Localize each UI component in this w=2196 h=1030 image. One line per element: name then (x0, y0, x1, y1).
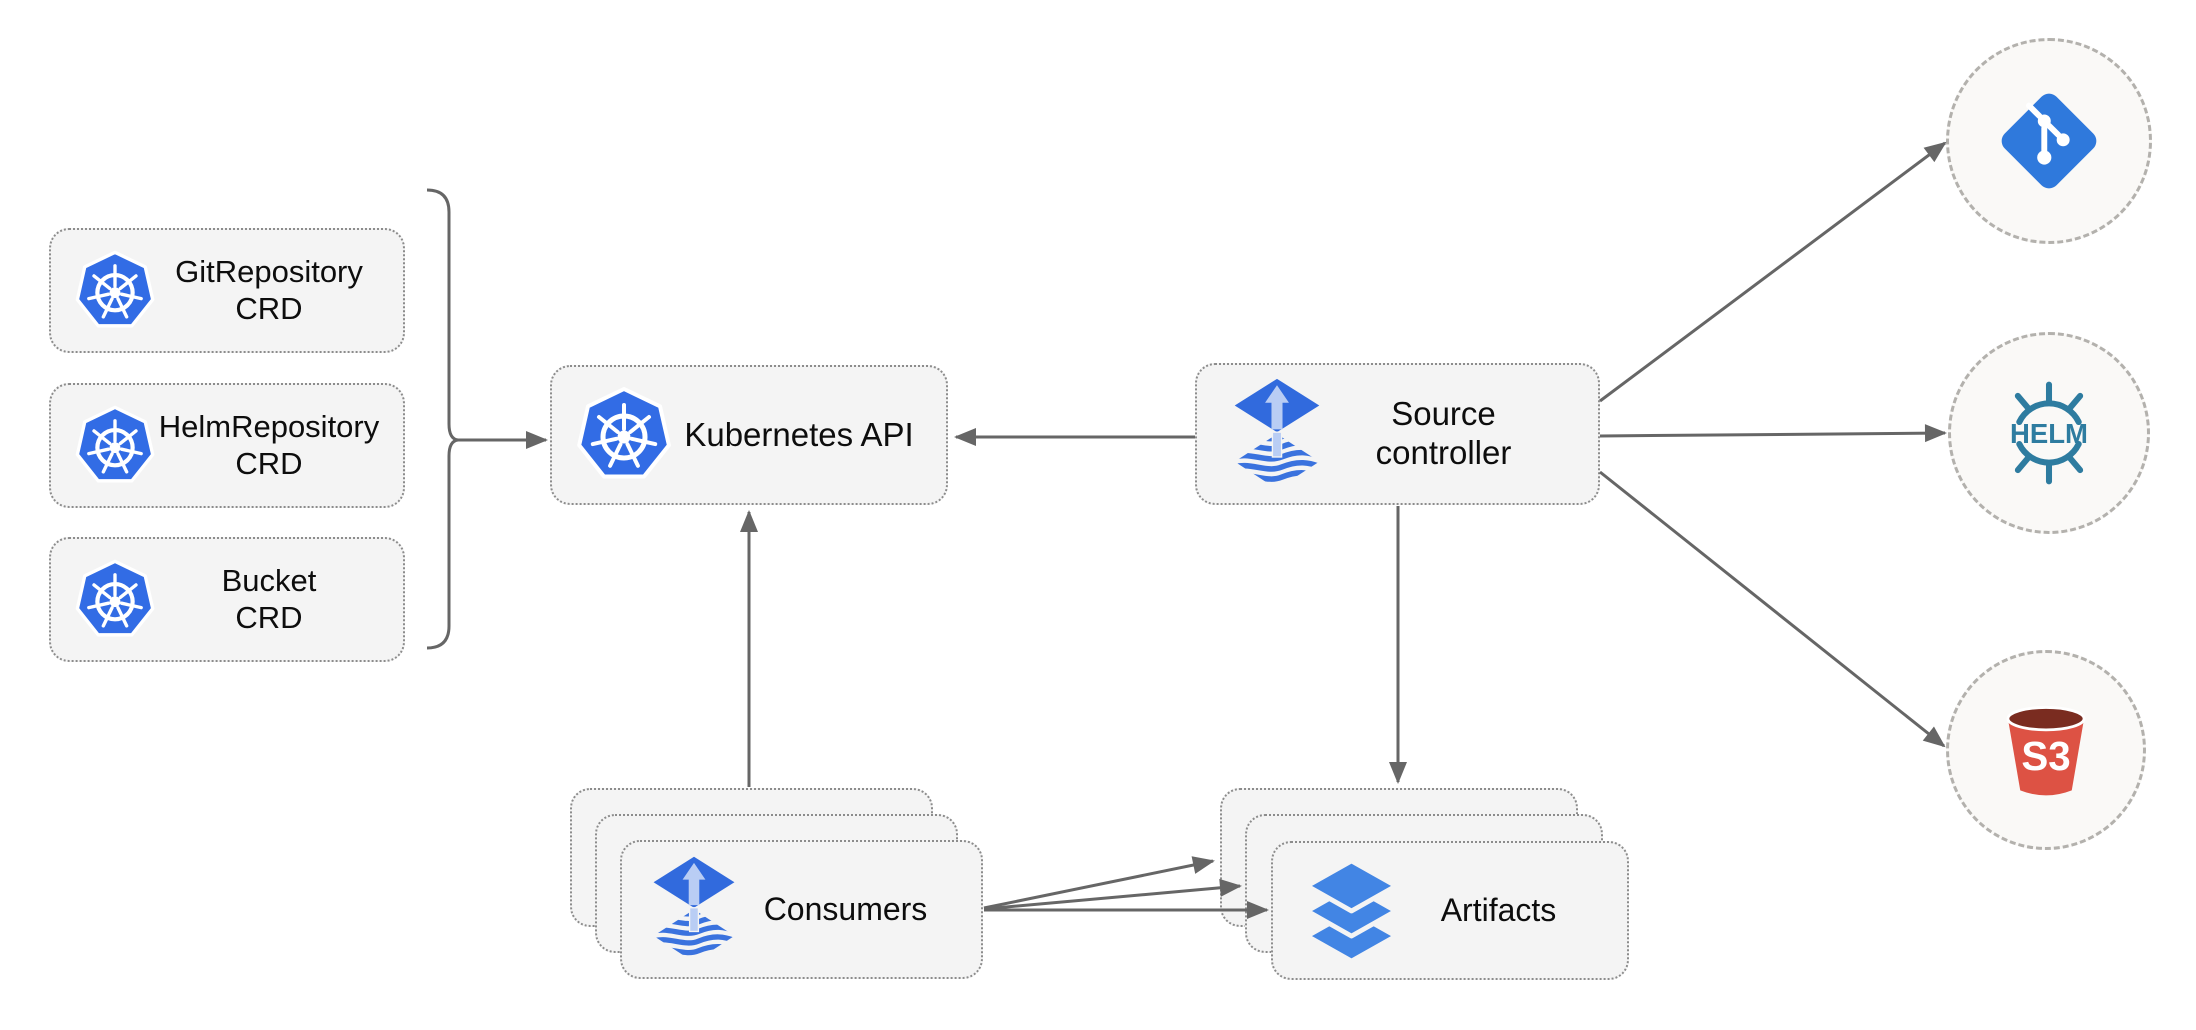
arrow-consumers-to-artifacts-1 (983, 856, 1215, 910)
source-controller-node: Source controller (1195, 363, 1600, 505)
git-source-circle (1946, 38, 2152, 244)
arrow-consumers-to-artifacts-2 (983, 878, 1242, 911)
helm-logo-text: HELM (2010, 418, 2088, 449)
arrow-source-to-git (1599, 141, 1947, 403)
kubernetes-icon (73, 404, 157, 488)
kubernetes-api-node: Kubernetes API (550, 365, 948, 505)
kubernetes-icon (574, 385, 674, 485)
bucket-crd-node: Bucket CRD (49, 537, 405, 662)
layers-icon (1303, 857, 1400, 965)
helmrepository-crd-label: HelmRepository CRD (158, 408, 380, 481)
flux-icon (650, 855, 738, 964)
source-controller-label: Source controller (1375, 395, 1512, 471)
gitrepository-crd-label: GitRepository CRD (175, 253, 363, 326)
artifacts-node: Artifacts (1271, 841, 1629, 980)
s3-bucket-circle: S3 (1946, 650, 2146, 850)
flux-icon (1231, 377, 1323, 491)
git-icon (2001, 93, 2097, 189)
artifacts-label: Artifacts (1440, 891, 1557, 928)
helm-repository-circle: HELM (1948, 332, 2150, 534)
kubernetes-api-label: Kubernetes API (684, 415, 914, 453)
kubernetes-icon (73, 249, 157, 333)
consumers-node: Consumers (620, 840, 983, 979)
crd-group-brace (426, 188, 459, 650)
bucket-crd-label: Bucket CRD (221, 562, 317, 635)
consumers-label: Consumers (763, 890, 928, 927)
kubernetes-icon (73, 558, 157, 642)
s3-logo-text: S3 (2021, 733, 2070, 779)
s3-bucket-icon: S3 (2006, 706, 2086, 796)
arrow-source-to-s3 (1599, 470, 1946, 748)
gitrepository-crd-node: GitRepository CRD (49, 228, 405, 353)
helm-icon: HELM (2010, 381, 2088, 485)
arrow-source-to-helm (1599, 424, 1947, 443)
helmrepository-crd-node: HelmRepository CRD (49, 383, 405, 508)
